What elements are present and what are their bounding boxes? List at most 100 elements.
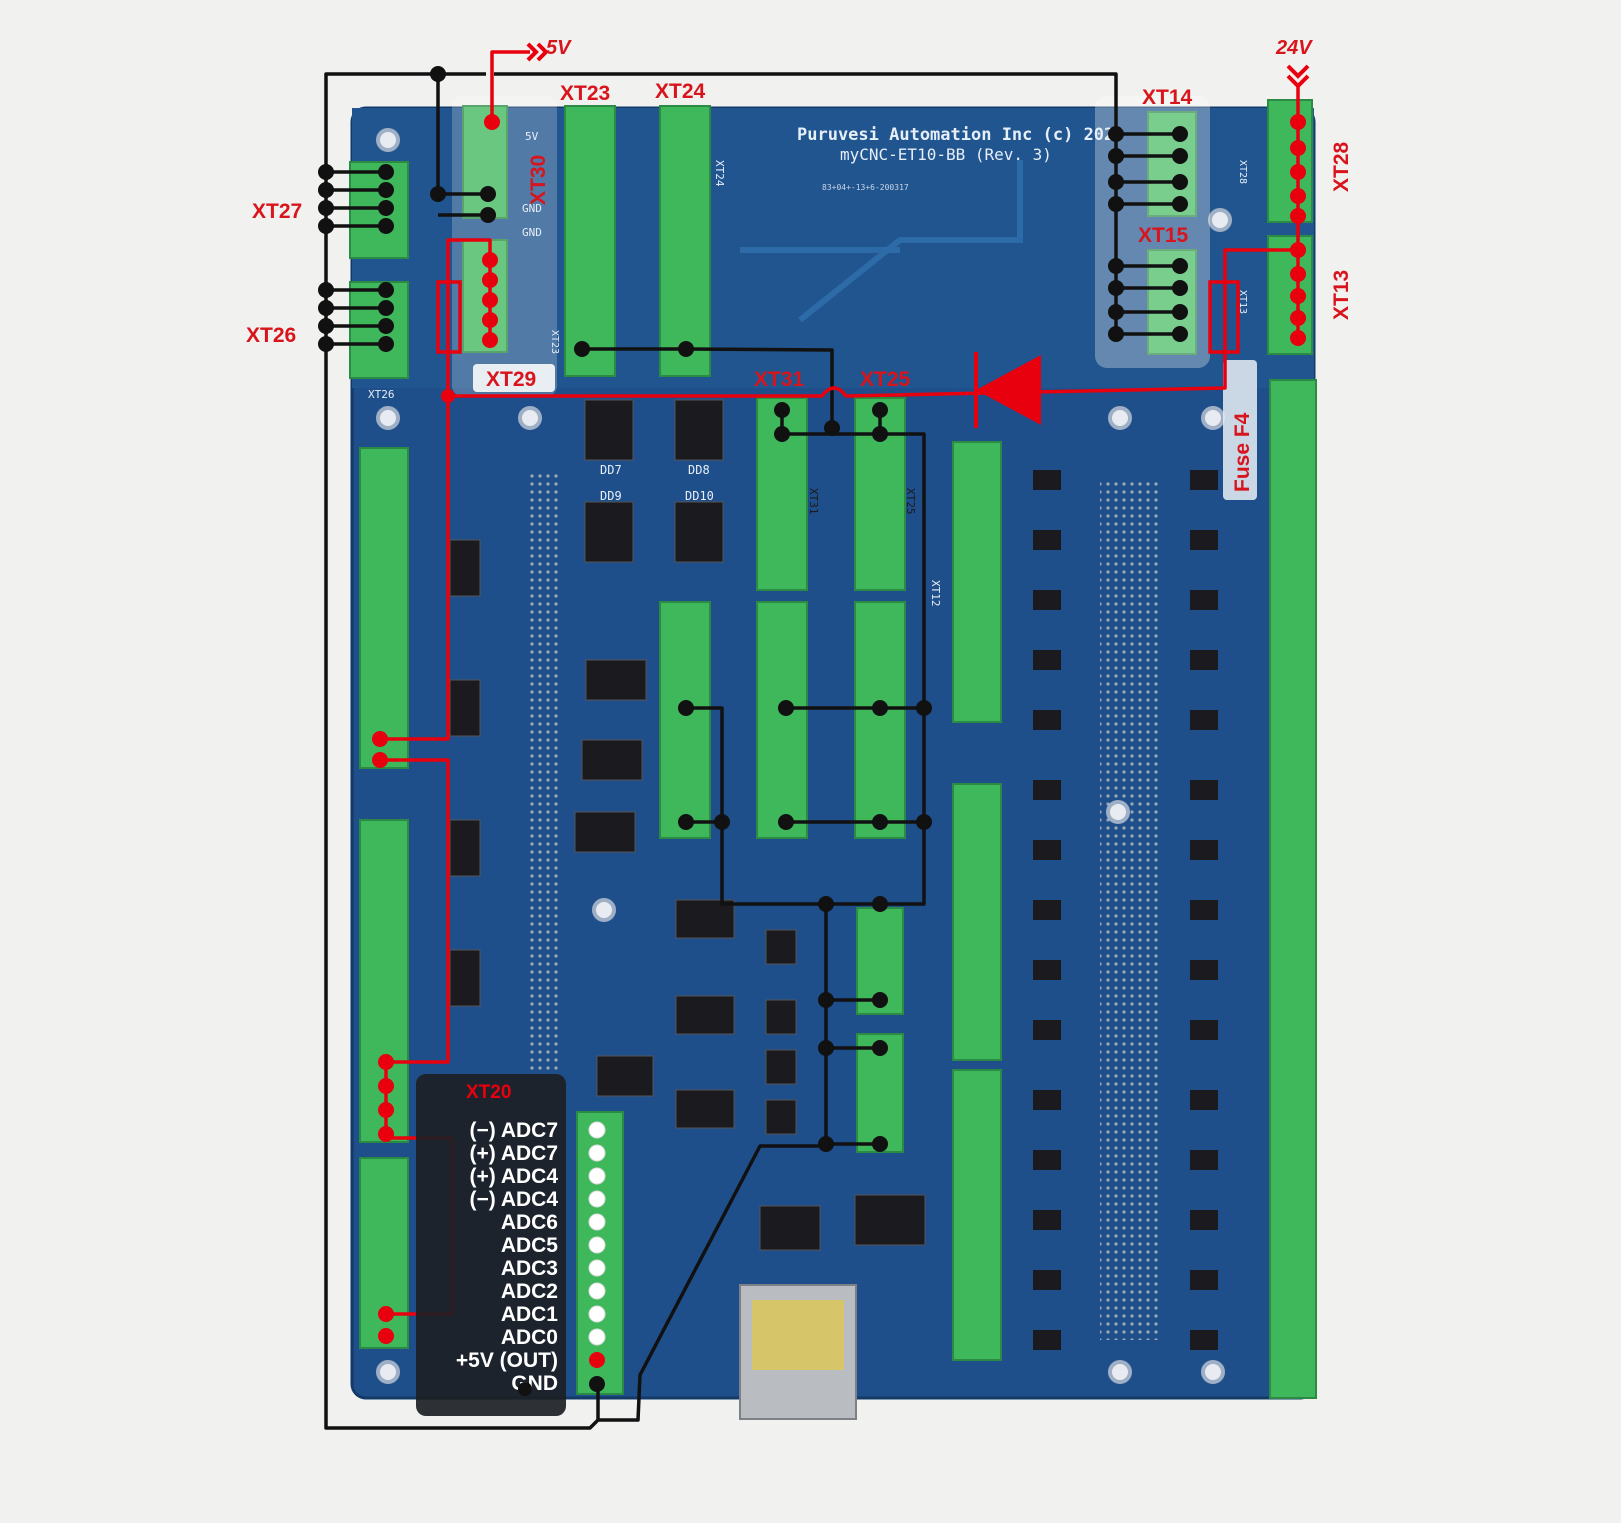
chip-dd9 (584, 501, 634, 563)
terminal-mid-a (659, 601, 711, 839)
arrow-24v-chevrons (1286, 64, 1310, 89)
chip-dd8 (674, 399, 724, 461)
fuse-symbol-right (1208, 280, 1240, 354)
xt29-label-patch (473, 364, 555, 392)
label-xt25: XT25 (860, 368, 911, 391)
chip-k (596, 1055, 654, 1097)
chip-dd7 (584, 399, 634, 461)
label-xt30: XT30 (527, 155, 550, 205)
label-xt26: XT26 (246, 324, 296, 347)
silk-gnd-2: GND (522, 226, 542, 239)
terminal-xt28 (1267, 99, 1313, 223)
junctions-black (318, 66, 1188, 1152)
chip-a (585, 659, 647, 701)
terminal-col-c (952, 1069, 1002, 1361)
chip-c (574, 811, 636, 853)
xt20-pin-dots (588, 1121, 606, 1346)
terminal-left-1 (359, 447, 409, 769)
fuse-symbol-left (436, 280, 462, 354)
chip-d (449, 539, 481, 597)
xt20-pin-label: ADC2 (501, 1280, 558, 1303)
arrow-5v-chevrons (526, 42, 549, 62)
silk-dd7: DD7 (600, 463, 622, 477)
wire-black-xt27 (326, 170, 386, 228)
terminal-xt23 (564, 105, 616, 377)
silk-xt12: XT12 (929, 580, 942, 607)
label-fuse-f4: Fuse F4 (1231, 412, 1254, 492)
silk-xt31-vertical: XT31 (807, 488, 820, 515)
terminal-left-3 (359, 1157, 409, 1349)
terminal-col-b (952, 783, 1002, 1061)
label-xt24: XT24 (655, 80, 706, 103)
silk-title: Puruvesi Automation Inc (c) 2020 (797, 125, 1125, 145)
chip-h (675, 899, 735, 939)
xt20-pin-labels: (−) ADC7 (+) ADC7 (+) ADC4 (−) ADC4 ADC6… (456, 1119, 558, 1395)
mounting-holes (376, 128, 1232, 1384)
terminal-xt14 (1147, 111, 1197, 217)
xt20-pin-label: (+) ADC7 (470, 1142, 558, 1165)
ics (449, 399, 926, 1251)
silk-code: 83+04+-13+6-200317 (822, 183, 909, 192)
chip-o (765, 1099, 797, 1135)
xt20-pin-label: (+) ADC4 (470, 1165, 559, 1188)
chip-e (449, 679, 481, 737)
label-xt15: XT15 (1138, 224, 1189, 247)
terminal-right-long (1269, 379, 1317, 1399)
silk-xt24-vertical: XT24 (713, 160, 726, 187)
chip-b (581, 739, 643, 781)
opto-column-a (1033, 470, 1061, 1350)
connector-labels: 5V 24V XT23 XT24 XT14 XT15 XT27 XT26 XT2… (246, 37, 1353, 492)
label-xt13: XT13 (1330, 270, 1353, 320)
silk-dd9: DD9 (600, 489, 622, 503)
terminal-blocks (349, 99, 1317, 1399)
wire-black-xt18-xt17 (826, 998, 880, 1146)
silk-dd8: DD8 (688, 463, 710, 477)
via-field (1100, 480, 1160, 1340)
wire-black-xt15 (1116, 264, 1180, 336)
chip-i (675, 995, 735, 1035)
pcb-trace-deco (740, 160, 1023, 323)
chip-lcc110 (759, 1205, 821, 1251)
terminal-xt26 (349, 281, 409, 379)
xt20-pin-label: (−) ADC4 (470, 1188, 559, 1211)
terminal-xt24 (659, 105, 711, 377)
junctions-red (372, 114, 1306, 1344)
chip-dd10 (674, 501, 724, 563)
xt20-pin-5v (589, 1352, 605, 1368)
terminal-col-a (952, 441, 1002, 723)
xt20-pin-label: (−) ADC7 (470, 1119, 558, 1142)
xt20-pin-label: ADC1 (501, 1303, 558, 1326)
xt20-pin-label: ADC3 (501, 1257, 558, 1280)
wire-red-5v (490, 50, 530, 122)
label-xt14: XT14 (1142, 86, 1193, 109)
wire-red-xt29 (446, 238, 492, 396)
silk-model: myCNC-ET10-BB (Rev. 3) (840, 145, 1052, 164)
terminal-mid-b (756, 601, 808, 839)
label-xt29: XT29 (486, 368, 536, 391)
chip-m (765, 999, 797, 1035)
silk-xt25-vertical: XT25 (904, 488, 917, 515)
wire-black-xt14 (1116, 132, 1180, 206)
xt20-pin-label: GND (511, 1372, 558, 1395)
highlight-xt14-xt15 (1095, 96, 1210, 368)
silk-dd10: DD10 (685, 489, 714, 503)
via-field-left (530, 470, 560, 1070)
chip-f (449, 819, 481, 877)
wire-black-top (494, 72, 1118, 334)
xt20-pin-label: ADC5 (501, 1234, 558, 1257)
label-xt27: XT27 (252, 200, 302, 223)
xt20-panel (416, 1074, 566, 1416)
silk-xt13-vertical: XT13 (1237, 290, 1248, 314)
chip-n (765, 1049, 797, 1085)
silk-xt28-vertical: XT28 (1237, 160, 1248, 184)
terminal-mid-c (854, 601, 906, 839)
label-5v: 5V (546, 37, 572, 59)
label-xt28: XT28 (1330, 141, 1353, 192)
silk-5v: 5V (525, 130, 539, 143)
xt20-pin-label: ADC6 (501, 1211, 558, 1234)
xt20-pin-label: ADC0 (501, 1326, 558, 1349)
ethernet-jack-label (752, 1300, 844, 1370)
chip-l (765, 929, 797, 965)
chip-j (675, 1089, 735, 1129)
